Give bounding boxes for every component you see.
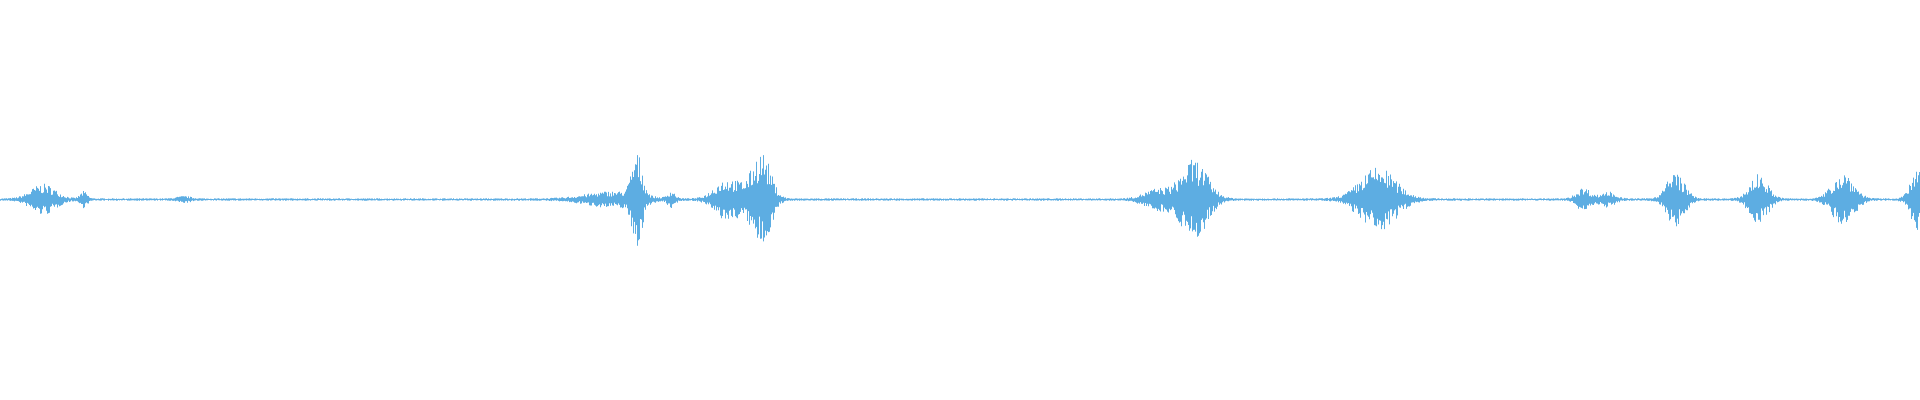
waveform-trace [0,155,1920,246]
